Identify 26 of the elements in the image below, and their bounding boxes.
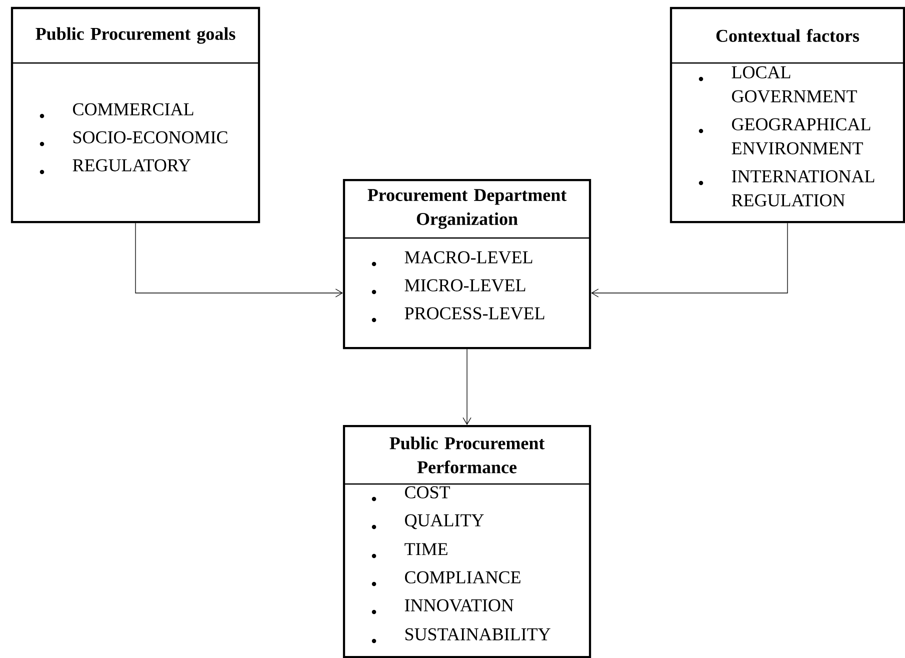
box-heading: Public Procurement Performance xyxy=(390,436,545,474)
list-box xyxy=(342,424,592,658)
bullet-item: MACRO-LEVEL xyxy=(372,251,532,266)
bullet-item: PROCESS-LEVEL xyxy=(372,307,544,322)
list-box xyxy=(342,178,592,350)
bullet-item: TIME xyxy=(372,543,448,558)
bullet-item: QUALITY xyxy=(372,514,484,530)
arrow xyxy=(135,222,343,298)
box-heading: Procurement Department Organization xyxy=(368,189,567,229)
bullet-item: GEOGRAPHICAL ENVIRONMENT xyxy=(698,118,870,154)
bullet-item: INNOVATION xyxy=(372,599,514,614)
bullet-item: SUSTAINABILITY xyxy=(372,628,550,644)
bullet-item: COMPLIANCE xyxy=(372,571,520,586)
bullet-item: MICRO-LEVEL xyxy=(372,279,526,294)
list-box xyxy=(10,6,260,224)
list-box xyxy=(670,6,905,224)
bullet-item: LOCAL GOVERNMENT xyxy=(698,66,857,102)
bullet-item: COST xyxy=(372,486,450,502)
bullet-item: REGULATORY xyxy=(40,159,190,174)
box-heading: Public Procurement goals xyxy=(36,27,236,44)
arrow xyxy=(462,348,472,425)
bullet-item: SOCIO-ECONOMIC xyxy=(40,131,228,146)
bullet-item: COMMERCIAL xyxy=(40,103,194,118)
arrow xyxy=(591,222,788,298)
bullet-item: INTERNATIONAL REGULATION xyxy=(698,170,874,206)
box-heading: Contextual factors xyxy=(716,29,860,42)
